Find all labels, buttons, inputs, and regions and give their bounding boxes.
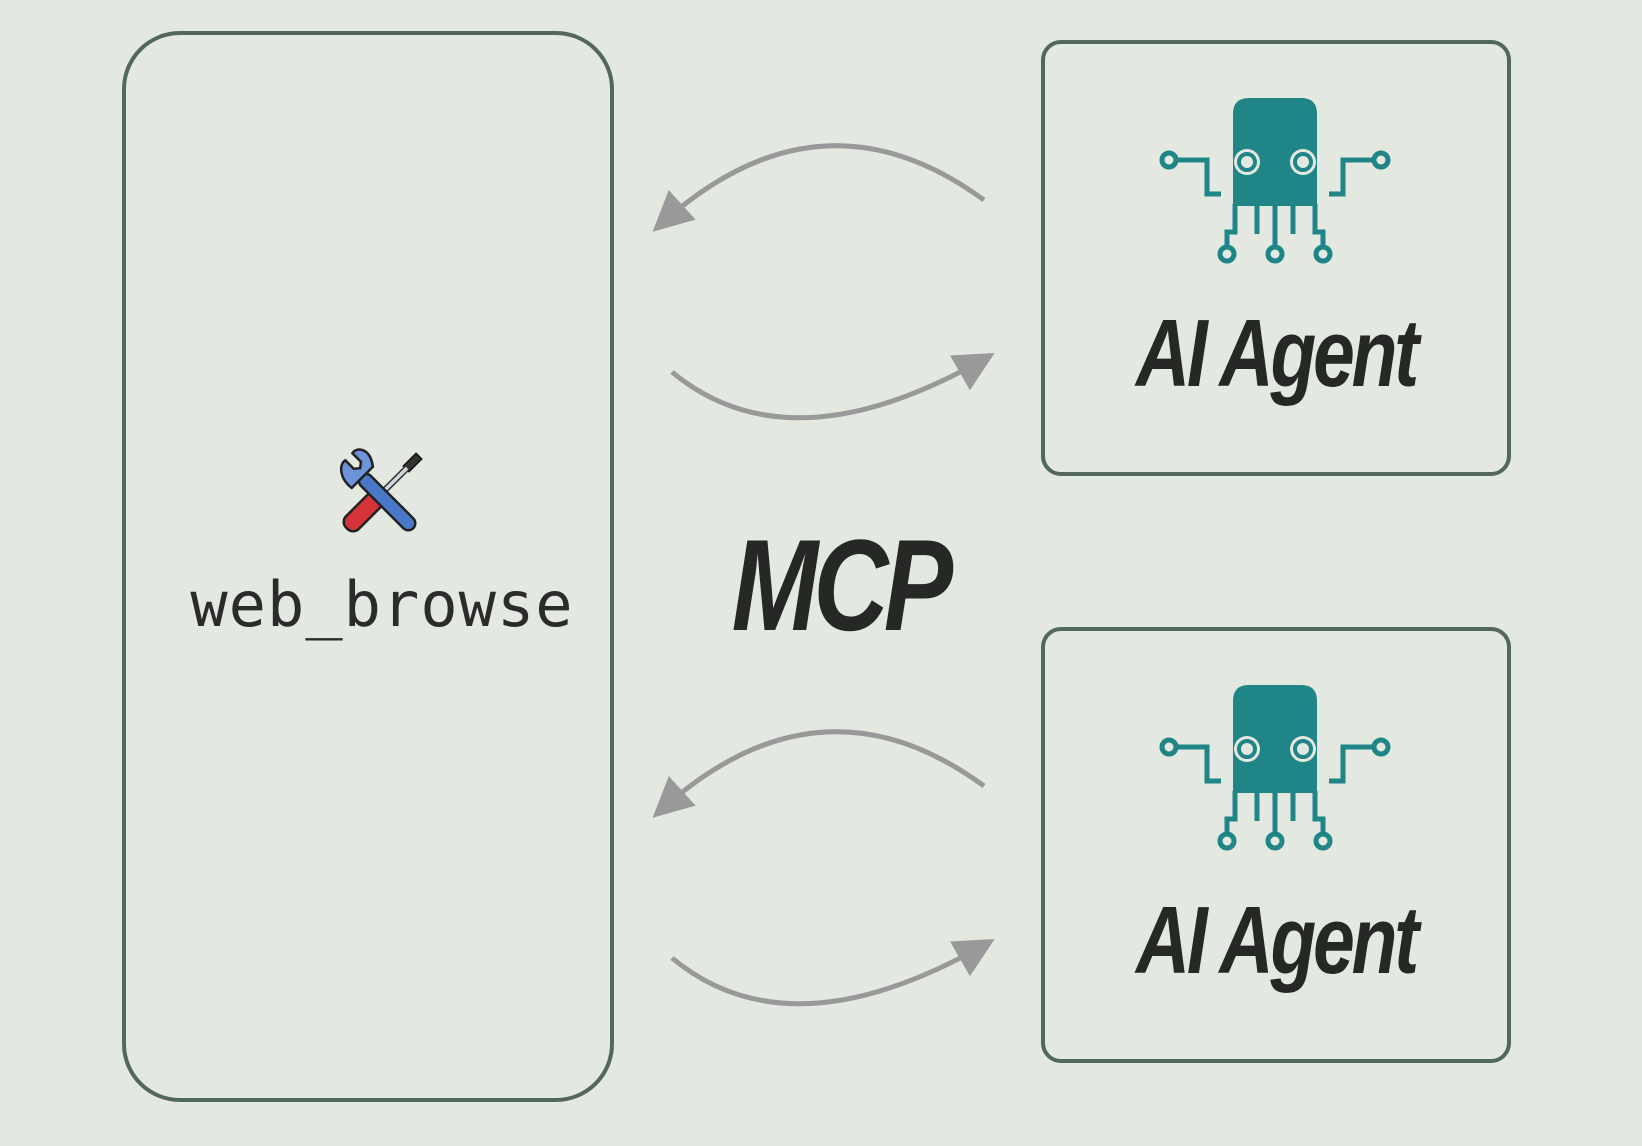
octopus-robot-icon — [1159, 685, 1391, 851]
ai-agent-box-bottom: AI Agent — [1041, 627, 1511, 1063]
request-arrow-bottom — [652, 729, 986, 818]
mcp-label: MCP — [731, 512, 954, 658]
octopus-robot-icon — [1159, 98, 1391, 264]
request-arrow-top — [652, 143, 986, 232]
ai-agent-label: AI Agent — [1135, 887, 1419, 994]
tool-name-label: web_browse — [190, 568, 574, 641]
response-arrow-bottom — [670, 939, 995, 1007]
ai-agent-box-top: AI Agent — [1041, 40, 1511, 476]
response-arrow-top — [670, 353, 995, 421]
tools-icon — [339, 448, 423, 533]
ai-agent-label: AI Agent — [1135, 300, 1419, 407]
web-browse-tool-box — [122, 31, 614, 1102]
